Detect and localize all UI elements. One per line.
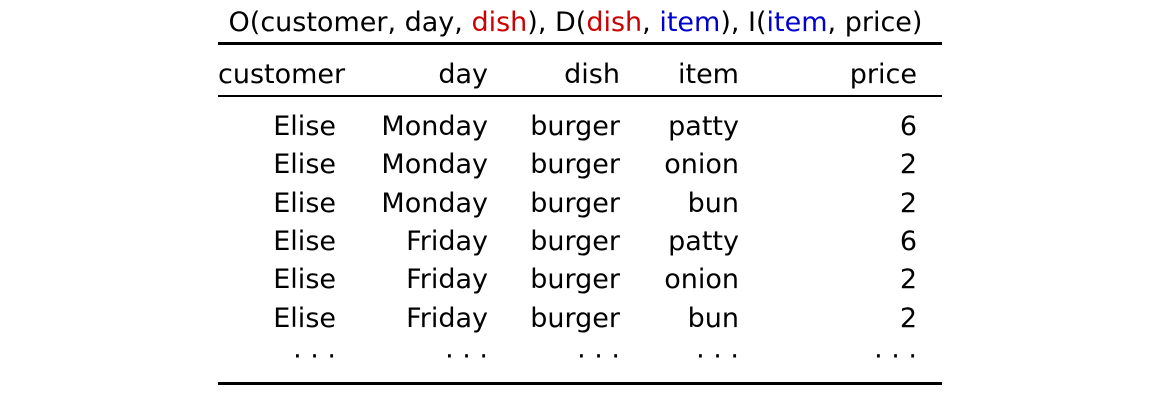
caption-separator: , — [642, 7, 660, 38]
cell-price: 6 — [899, 225, 917, 257]
top-rule — [218, 42, 942, 45]
cell-item: bun — [687, 187, 739, 219]
header-customer: customer — [218, 59, 346, 90]
cell-dish: burger — [530, 264, 620, 296]
table-row: Elise Monday burger bun 2 — [0, 185, 1151, 223]
cell-customer: Elise — [273, 264, 336, 296]
header-day: day — [438, 59, 488, 90]
cell-day: Monday — [381, 187, 488, 219]
table-row: Elise Friday burger bun 2 — [0, 300, 1151, 338]
table-caption: O(customer, day, dish), D(dish, item), I… — [0, 4, 1151, 42]
cell-price: 2 — [899, 187, 917, 219]
header-dish: dish — [564, 59, 620, 90]
header-price: price — [849, 59, 917, 90]
table-header-row: customer day dish item price — [0, 56, 1151, 94]
cell-item: onion — [664, 264, 739, 296]
cell-day: Friday — [406, 264, 488, 296]
bottom-rule — [218, 382, 942, 385]
header-rule — [218, 95, 942, 97]
cell-customer: Elise — [273, 187, 336, 219]
cell-day: · · · — [445, 340, 488, 372]
table-row: Elise Monday burger onion 2 — [0, 146, 1151, 184]
cell-price: 2 — [899, 264, 917, 296]
cell-dish: burger — [530, 149, 620, 181]
cell-price: · · · — [874, 340, 917, 372]
caption-relation-i: ), I( — [720, 7, 767, 38]
cell-day: Monday — [381, 111, 488, 142]
cell-customer: Elise — [273, 111, 336, 142]
caption-join-attr-item: item — [659, 7, 721, 38]
caption-join-attr-dish: dish — [586, 7, 643, 38]
cell-dish: burger — [530, 302, 620, 334]
caption-relation-o: O(customer, day, — [228, 7, 472, 38]
cell-item: bun — [687, 302, 739, 334]
caption-join-attr-item: item — [766, 7, 828, 38]
cell-dish: burger — [530, 225, 620, 257]
caption-relation-d: ), D( — [527, 7, 587, 38]
cell-item: patty — [668, 225, 739, 257]
caption-relation-i-close: , price) — [827, 7, 923, 38]
table-row: · · · · · · · · · · · · · · · — [0, 338, 1151, 376]
table-row: Elise Friday burger patty 6 — [0, 223, 1151, 261]
cell-customer: Elise — [273, 302, 336, 334]
cell-day: Monday — [381, 149, 488, 181]
table-row: Elise Monday burger patty 6 — [0, 108, 1151, 146]
caption-join-attr-dish: dish — [471, 7, 528, 38]
cell-price: 2 — [899, 149, 917, 181]
cell-price: 2 — [899, 302, 917, 334]
cell-price: 6 — [899, 111, 917, 142]
cell-dish: · · · — [577, 340, 620, 372]
cell-item: patty — [668, 111, 739, 142]
cell-dish: burger — [530, 187, 620, 219]
cell-customer: · · · — [293, 340, 336, 372]
cell-item: onion — [664, 149, 739, 181]
cell-item: · · · — [696, 340, 739, 372]
table-row: Elise Friday burger onion 2 — [0, 261, 1151, 299]
cell-dish: burger — [530, 111, 620, 142]
cell-day: Friday — [406, 225, 488, 257]
cell-customer: Elise — [273, 225, 336, 257]
header-item: item — [677, 59, 739, 90]
cell-customer: Elise — [273, 149, 336, 181]
cell-day: Friday — [406, 302, 488, 334]
